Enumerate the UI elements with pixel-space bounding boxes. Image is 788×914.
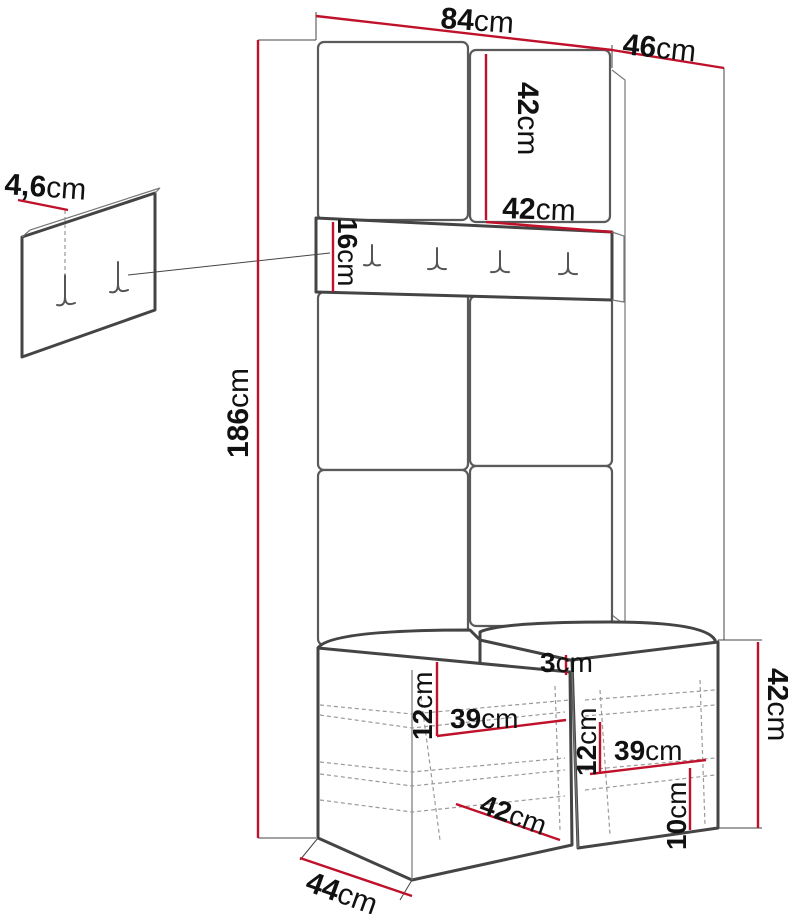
panel-low-left: [316, 468, 470, 647]
panel-low-right: [468, 464, 614, 628]
panel-width-dim-line: [485, 220, 613, 234]
hook-icon: [558, 252, 578, 276]
hook-icon: [427, 247, 447, 271]
detail-inset: [20, 187, 331, 359]
width-dim-line: [315, 14, 613, 52]
left-shelf-spacing-label: 12cm: [407, 672, 438, 740]
right-shelf-spacing-label: 12cm: [571, 708, 602, 776]
hook-icon: [363, 244, 381, 267]
left-shelf-width-label: 39cm: [450, 703, 518, 734]
right-shelf-width-dim-line: [589, 758, 707, 776]
hook-icon: [490, 250, 510, 274]
width-label: 84cm: [440, 2, 515, 40]
hook-rail: [314, 216, 625, 303]
compartment-depth-dim-line: [455, 802, 561, 842]
panel-top-left: [316, 40, 470, 222]
bottom-shelf-label: 10cm: [661, 782, 692, 850]
bench-height-label: 42cm: [761, 668, 788, 741]
cushion-thickness-label: 3cm: [540, 647, 593, 678]
bench-depth-dim-line: [299, 856, 413, 898]
rail-thickness-dim-line: [17, 198, 69, 212]
depth-top-label: 46cm: [621, 28, 697, 68]
hook-icon: [109, 261, 129, 294]
right-shelf-width-label: 39cm: [614, 735, 682, 766]
wall-panels: [316, 40, 626, 647]
bench-body: [316, 646, 574, 882]
panel-mid-right: [468, 294, 614, 468]
depth-dim-line: [611, 48, 725, 70]
panel-height-label: 42cm: [511, 82, 544, 155]
panel-mid-left: [316, 290, 470, 472]
rail-thickness-label: 4,6cm: [4, 168, 88, 207]
rail-height-label: 16cm: [332, 218, 363, 286]
dimension-lines: [17, 12, 762, 901]
left-shelf-width-dim-line: [436, 718, 567, 738]
height-label: 186cm: [222, 368, 255, 458]
hook-icon: [56, 274, 76, 307]
panel-top-right: [468, 48, 612, 224]
panel-width-label: 42cm: [502, 192, 576, 228]
